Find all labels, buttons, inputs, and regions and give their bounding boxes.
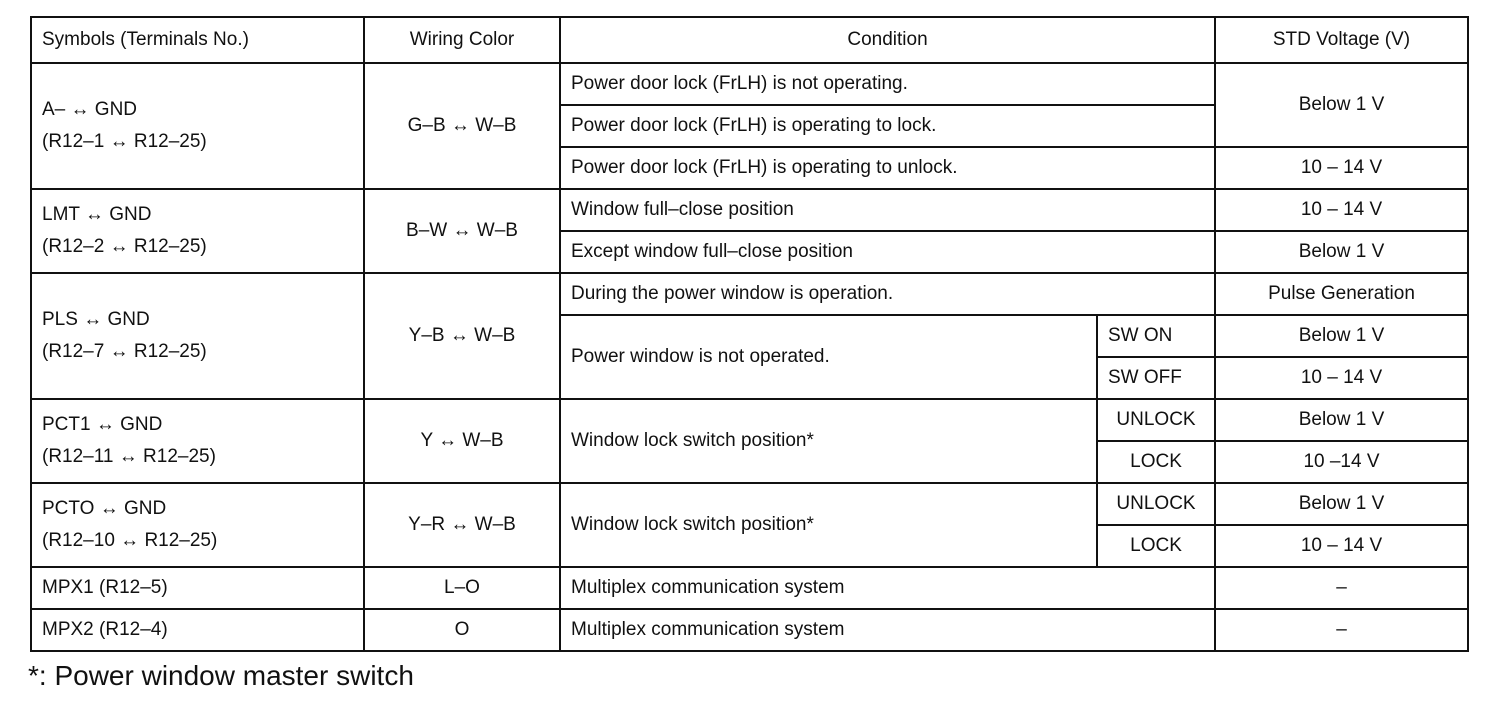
terminal-label: (R12–1 ↔ R12–25) [42, 131, 207, 152]
table-row: Power window is not operated. SW ON Belo… [31, 314, 1469, 400]
terminal-voltage-table: Symbols (Terminals No.) Wiring Color Con… [30, 16, 1469, 652]
symbol-cell: MPX1 (R12–5) [30, 566, 365, 610]
symbol-cell: LMT ↔ GND (R12–2 ↔ R12–25) [30, 188, 365, 274]
terminal-label: (R12–7 ↔ R12–25) [42, 341, 207, 362]
condition-cell: Power window is not operated. [559, 314, 1098, 400]
sub-condition-cell: LOCK [1096, 524, 1216, 568]
voltage-cell: 10 – 14 V [1214, 188, 1469, 232]
table-row: MPX1 (R12–5) L–O Multiplex communication… [30, 566, 1469, 610]
table-row: Power door lock (FrLH) is operating to l… [31, 104, 1468, 148]
wiring-color-cell: Y–R ↔ W–B [363, 482, 561, 568]
condition-cell: During the power window is operation. [559, 272, 1216, 316]
symbol-label: A– ↔ GND [42, 99, 138, 120]
condition-cell: Window full–close position [559, 188, 1216, 232]
table-row: A– ↔ GND (R12–1 ↔ R12–25) G–B ↔ W–B Powe… [30, 62, 1469, 190]
voltage-cell: Pulse Generation [1214, 272, 1469, 316]
voltage-cell: Below 1 V [1214, 398, 1469, 442]
voltage-cell: Below 1 V [1214, 314, 1469, 358]
symbol-label: PCT1 ↔ GND [42, 414, 163, 435]
footnote: *: Power window master switch [28, 660, 414, 691]
terminal-label: (R12–2 ↔ R12–25) [42, 236, 207, 257]
voltage-cell: 10 – 14 V [1214, 524, 1469, 568]
table-row: PCTO ↔ GND (R12–10 ↔ R12–25) Y–R ↔ W–B W… [30, 482, 1469, 568]
condition-cell: Power door lock (FrLH) is operating to l… [559, 104, 1216, 148]
condition-cell: Window lock switch position* [559, 398, 1098, 484]
condition-cell: Multiplex communication system [559, 566, 1216, 610]
voltage-cell: Below 1 V [1214, 230, 1469, 274]
voltage-cell: 10 – 14 V [1214, 356, 1469, 400]
symbol-cell: MPX2 (R12–4) [30, 608, 365, 652]
wiring-color-cell: Y ↔ W–B [363, 398, 561, 484]
header-condition: Condition [559, 16, 1216, 64]
condition-cell: Window lock switch position* [559, 482, 1098, 568]
header-wiring-color: Wiring Color [363, 16, 561, 64]
voltage-cell: 10 –14 V [1214, 440, 1469, 484]
wiring-color-cell: G–B ↔ W–B [363, 62, 561, 190]
condition-cell: Power door lock (FrLH) is not operating. [559, 62, 1216, 106]
table-row: PCT1 ↔ GND (R12–11 ↔ R12–25) Y ↔ W–B Win… [30, 398, 1469, 484]
sub-condition-cell: LOCK [1096, 440, 1216, 484]
voltage-cell: – [1214, 566, 1469, 610]
voltage-cell: 10 – 14 V [1214, 146, 1469, 190]
wiring-color-cell: B–W ↔ W–B [363, 188, 561, 274]
table-row: Except window full–close position Below … [31, 230, 1469, 274]
symbol-cell: PCT1 ↔ GND (R12–11 ↔ R12–25) [30, 398, 365, 484]
voltage-cell: Below 1 V [1214, 62, 1469, 148]
symbol-cell: PLS ↔ GND (R12–7 ↔ R12–25) [30, 272, 365, 400]
symbol-cell: PCTO ↔ GND (R12–10 ↔ R12–25) [30, 482, 365, 568]
symbol-cell: A– ↔ GND (R12–1 ↔ R12–25) [30, 62, 365, 190]
table-row: LOCK 10 –14 V [31, 440, 1469, 484]
header-std-voltage: STD Voltage (V) [1214, 16, 1469, 64]
sub-condition-cell: SW OFF [1096, 356, 1216, 400]
voltage-cell: Below 1 V [1214, 482, 1469, 526]
table-row: Power door lock (FrLH) is operating to u… [31, 146, 1469, 190]
terminal-label: (R12–10 ↔ R12–25) [42, 530, 218, 551]
wiring-color-cell: Y–B ↔ W–B [363, 272, 561, 400]
sub-condition-cell: SW ON [1096, 314, 1216, 358]
table-row: LMT ↔ GND (R12–2 ↔ R12–25) B–W ↔ W–B Win… [30, 188, 1469, 274]
sub-condition-cell: UNLOCK [1096, 398, 1216, 442]
table-row: PLS ↔ GND (R12–7 ↔ R12–25) Y–B ↔ W–B Dur… [30, 272, 1469, 400]
terminal-label: (R12–11 ↔ R12–25) [42, 446, 216, 467]
symbol-label: PLS ↔ GND [42, 309, 150, 330]
condition-cell: Multiplex communication system [559, 608, 1216, 652]
condition-cell: Power door lock (FrLH) is operating to u… [559, 146, 1216, 190]
header-symbols: Symbols (Terminals No.) [30, 16, 365, 64]
header-row: Symbols (Terminals No.) Wiring Color Con… [30, 16, 1469, 64]
condition-cell: Except window full–close position [559, 230, 1216, 274]
symbol-label: PCTO ↔ GND [42, 498, 167, 519]
table-row: SW OFF 10 – 14 V [31, 356, 1469, 400]
table-row: LOCK 10 – 14 V [31, 524, 1469, 568]
wiring-color-cell: L–O [363, 566, 561, 610]
table-row: MPX2 (R12–4) O Multiplex communication s… [30, 608, 1469, 652]
wiring-color-cell: O [363, 608, 561, 652]
voltage-cell: – [1214, 608, 1469, 652]
sub-condition-cell: UNLOCK [1096, 482, 1216, 526]
symbol-label: LMT ↔ GND [42, 204, 152, 225]
